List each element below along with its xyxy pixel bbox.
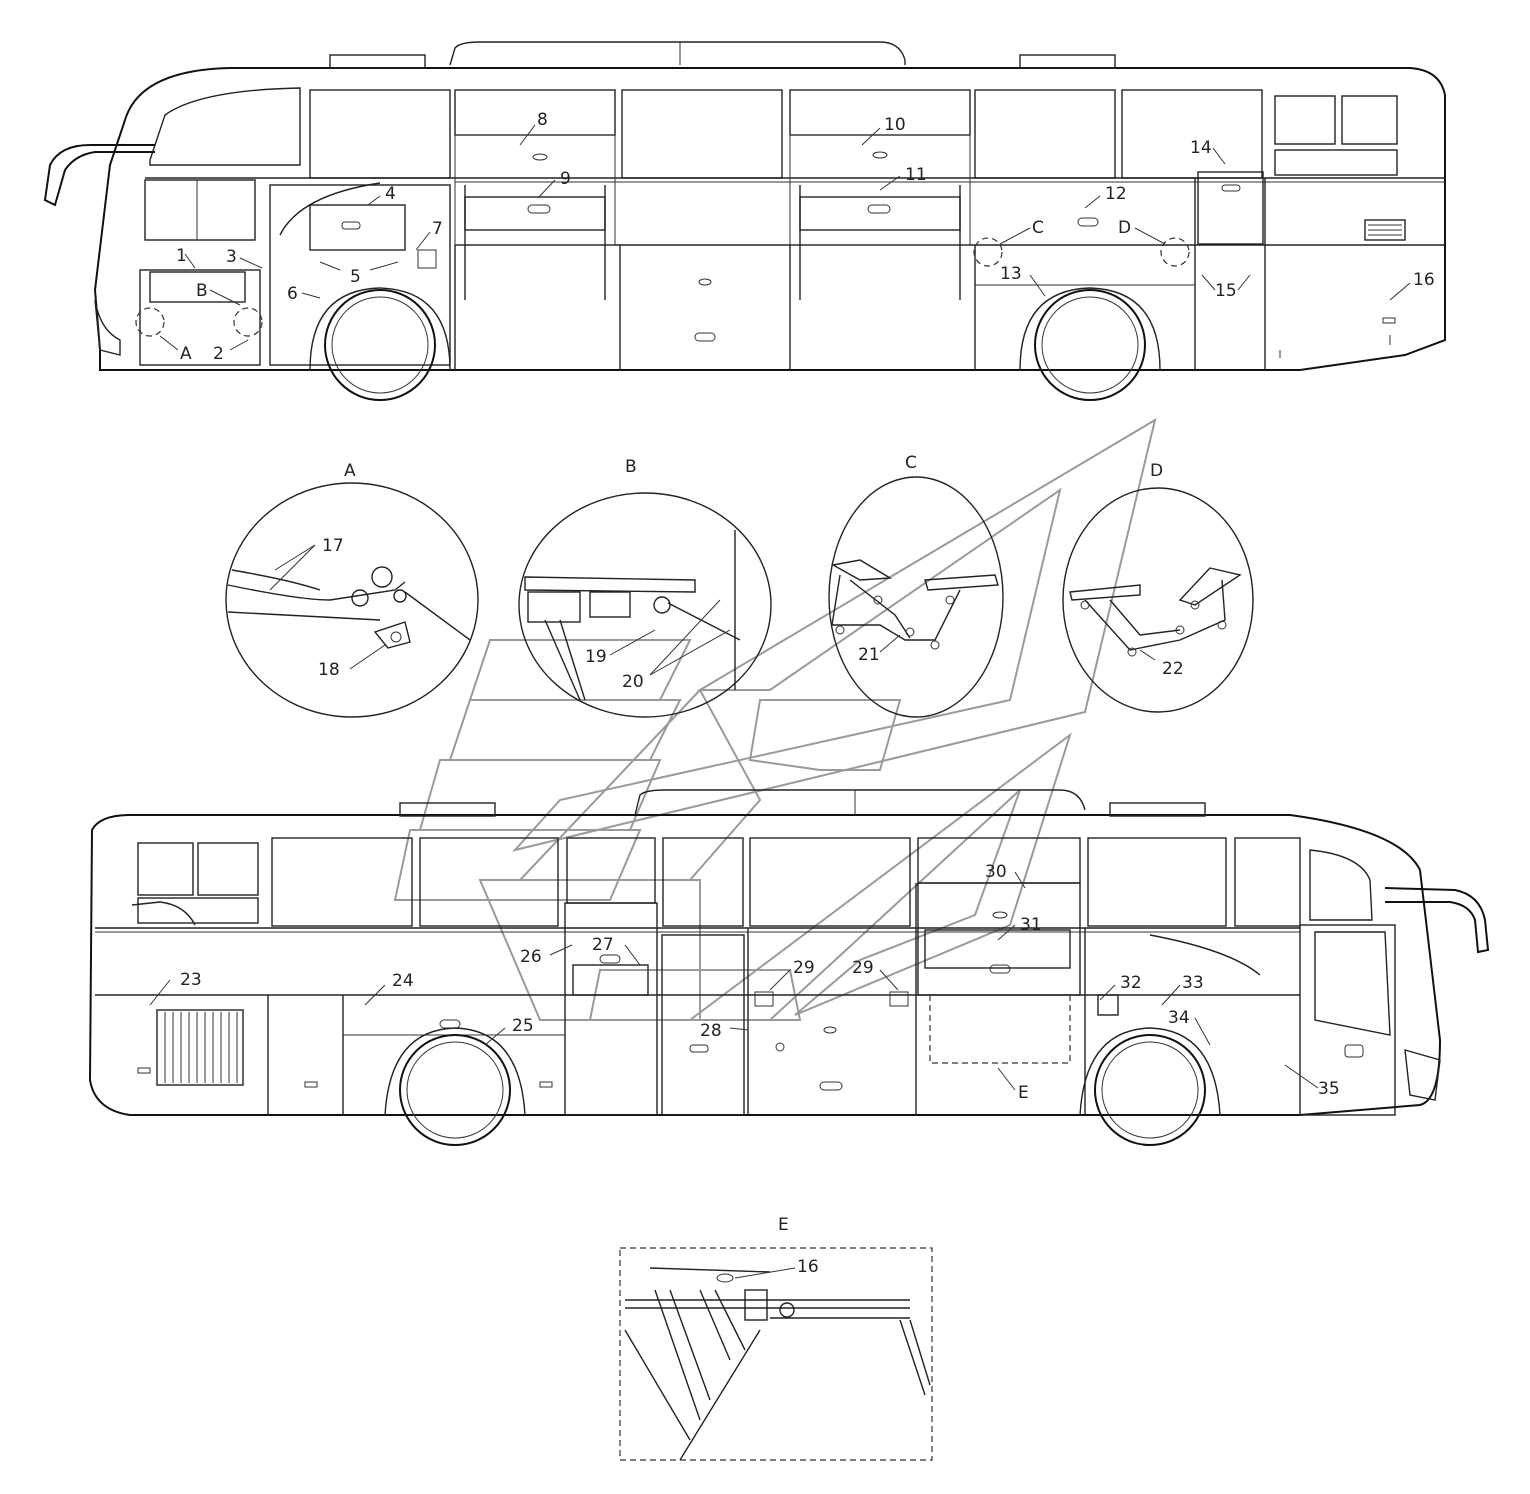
- callout-23: 23: [180, 970, 202, 990]
- detail-ref-c: C: [1032, 218, 1044, 238]
- top-bus-callouts: 1 2 3 4 5 6 7 8 9 10 11 12 13 14 15 16 A: [159, 110, 1435, 364]
- callout-13: 13: [1000, 264, 1022, 284]
- callout-25: 25: [512, 1016, 534, 1036]
- detail-ref-e: E: [1018, 1083, 1029, 1103]
- detail-d: D 22: [1062, 461, 1254, 713]
- detail-title-c: C: [905, 453, 917, 473]
- callout-32: 32: [1120, 973, 1142, 993]
- callout-33: 33: [1182, 973, 1204, 993]
- callout-19: 19: [585, 647, 607, 667]
- callout-3: 3: [226, 247, 237, 267]
- callout-5: 5: [350, 267, 361, 287]
- detail-e: E 16: [619, 1215, 933, 1461]
- callout-29-left: 29: [793, 958, 815, 978]
- detail-title-b: B: [625, 457, 637, 477]
- callout-20: 20: [622, 672, 644, 692]
- callout-16-detail: 16: [797, 1257, 819, 1277]
- callout-29-right: 29: [852, 958, 874, 978]
- callout-22: 22: [1162, 659, 1184, 679]
- callout-31: 31: [1020, 915, 1042, 935]
- callout-24: 24: [392, 971, 414, 991]
- callout-15: 15: [1215, 281, 1237, 301]
- detail-a: A 17 18: [225, 461, 479, 718]
- callout-2: 2: [213, 344, 224, 364]
- watermark-logo: [393, 417, 1157, 1021]
- callout-14: 14: [1190, 138, 1212, 158]
- detail-ref-a: A: [180, 344, 192, 364]
- detail-title-d: D: [1150, 461, 1163, 481]
- callout-30: 30: [985, 862, 1007, 882]
- callout-26: 26: [520, 947, 542, 967]
- bottom-bus-callouts: 23 24 25 26 27 28 29 29 30 31 32 33 34 3…: [149, 862, 1340, 1103]
- detail-title-a: A: [344, 461, 356, 481]
- callout-4: 4: [385, 184, 396, 204]
- callout-6: 6: [287, 284, 298, 304]
- callout-28: 28: [700, 1021, 722, 1041]
- detail-c: C 21: [828, 453, 1004, 718]
- callout-35: 35: [1318, 1079, 1340, 1099]
- bottom-bus-side-view: [88, 789, 1490, 1146]
- callout-10: 10: [884, 115, 906, 135]
- callout-18: 18: [318, 660, 340, 680]
- callout-7: 7: [432, 219, 443, 239]
- rear-grille-hatching: [164, 1012, 238, 1083]
- callout-12: 12: [1105, 184, 1127, 204]
- callout-9: 9: [560, 169, 571, 189]
- detail-ref-d: D: [1118, 218, 1131, 238]
- callout-34: 34: [1168, 1008, 1190, 1028]
- callout-17: 17: [322, 536, 344, 556]
- callout-11: 11: [905, 165, 927, 185]
- callout-21: 21: [858, 645, 880, 665]
- detail-title-e: E: [778, 1215, 789, 1235]
- detail-b: B 19 20: [518, 457, 772, 718]
- callout-16: 16: [1413, 270, 1435, 290]
- detail-ref-b: B: [196, 281, 208, 301]
- callout-1: 1: [176, 246, 187, 266]
- callout-27: 27: [592, 935, 614, 955]
- top-bus-side-view: [43, 41, 1446, 401]
- callout-8: 8: [537, 110, 548, 130]
